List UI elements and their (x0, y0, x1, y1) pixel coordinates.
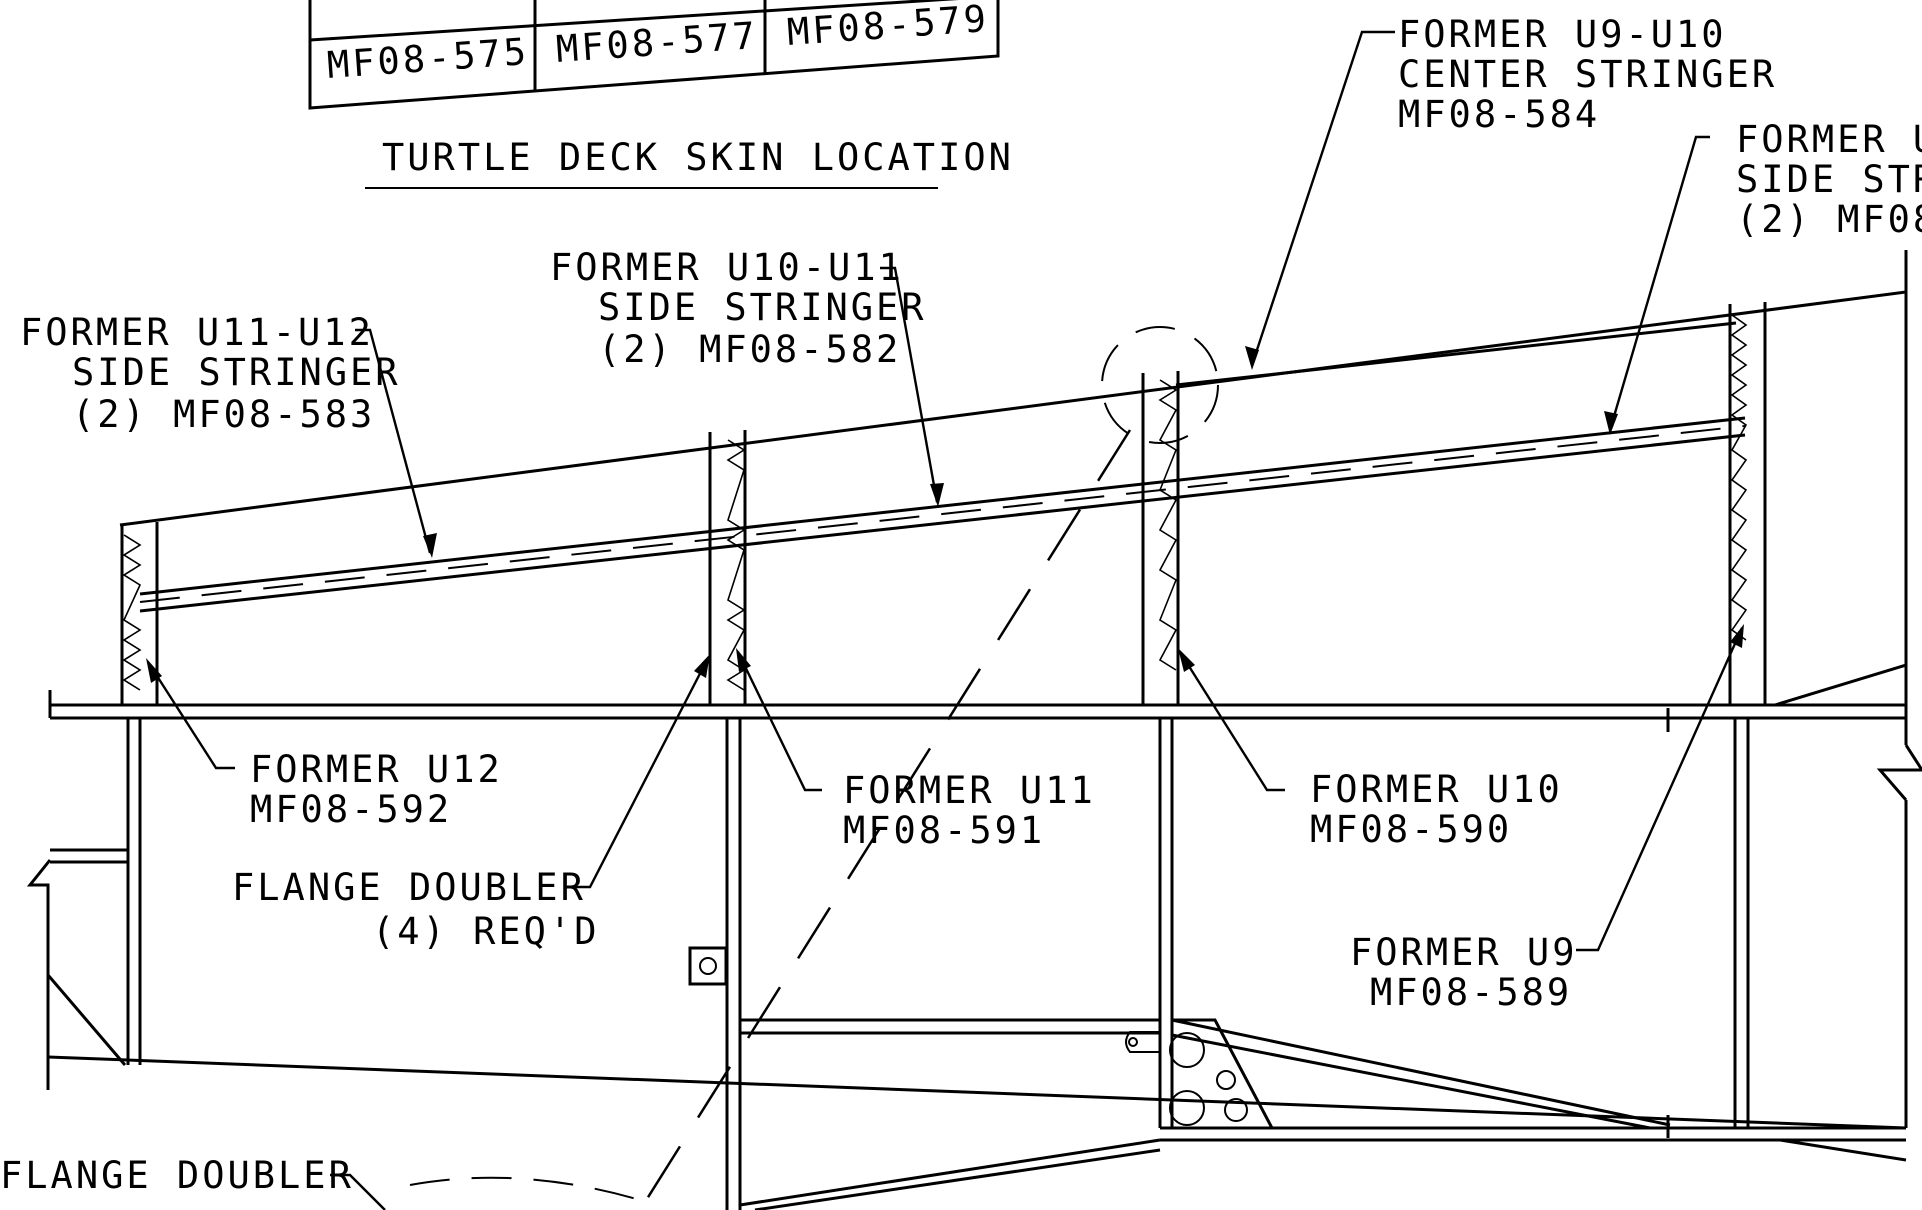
turtle-deck-structure (119, 290, 1907, 705)
label-former-u10-u11-side-stringer: FORMER U10-U11 SIDE STRINGER (2) MF08-58… (550, 246, 927, 371)
label-line: (2) MF08-583 (72, 393, 375, 436)
table-cell-3: MF08-579 (786, 0, 991, 54)
label-line: MF08-591 (843, 809, 1045, 852)
label-flange-doubler-bottom: FLANGE DOUBLER (0, 1154, 354, 1197)
label-line: FLANGE DOUBLER (232, 866, 586, 909)
label-line: FORMER U9-U10 (1398, 13, 1727, 56)
label-line: FORMER U10 (1310, 768, 1563, 811)
label-line: SIDE STRINGER (72, 351, 401, 394)
table-caption: TURTLE DECK SKIN LOCATION (382, 136, 1014, 179)
label-line: SIDE STRINGER (598, 286, 927, 329)
label-line: MF08-592 (250, 788, 452, 831)
label-former-u11: FORMER U11 MF08-591 (843, 769, 1096, 852)
label-line: FORMER U (1736, 118, 1922, 161)
label-former-u9-u10-center-stringer: FORMER U9-U10 CENTER STRINGER MF08-584 (1398, 13, 1777, 136)
label-line: (2) MF08- (1736, 198, 1922, 241)
label-former-u11-u12-side-stringer: FORMER U11-U12 SIDE STRINGER (2) MF08-58… (20, 311, 401, 436)
label-former-u12: FORMER U12 MF08-592 (250, 748, 503, 831)
label-line: CENTER STRINGER (1398, 53, 1777, 96)
label-line: (2) MF08-582 (598, 328, 901, 371)
label-line: MF08-590 (1310, 808, 1512, 851)
label-line: FORMER U11 (843, 769, 1096, 812)
label-former-side-stringer-partial: FORMER U SIDE STRIN (2) MF08- (1736, 118, 1922, 241)
label-line: FORMER U10-U11 (550, 246, 904, 289)
label-line: MF08-589 (1370, 971, 1572, 1014)
leaders (146, 30, 1744, 1210)
label-line: MF08-584 (1398, 93, 1600, 136)
label-flange-doubler-req: FLANGE DOUBLER (4) REQ'D (232, 866, 599, 953)
label-line: FORMER U12 (250, 748, 503, 791)
label-line: (4) REQ'D (372, 910, 599, 953)
fuselage-frame (26, 250, 1922, 1210)
label-former-u9: FORMER U9 MF08-589 (1350, 931, 1577, 1014)
label-line: SIDE STRIN (1736, 158, 1922, 201)
label-line: FORMER U11-U12 (20, 311, 374, 354)
label-former-u10: FORMER U10 MF08-590 (1310, 768, 1563, 851)
skin-location-table: MF08-575 MF08-577 MF08-579 (308, 0, 1000, 110)
label-line: FORMER U9 (1350, 931, 1577, 974)
label-line: FLANGE DOUBLER (0, 1154, 354, 1197)
